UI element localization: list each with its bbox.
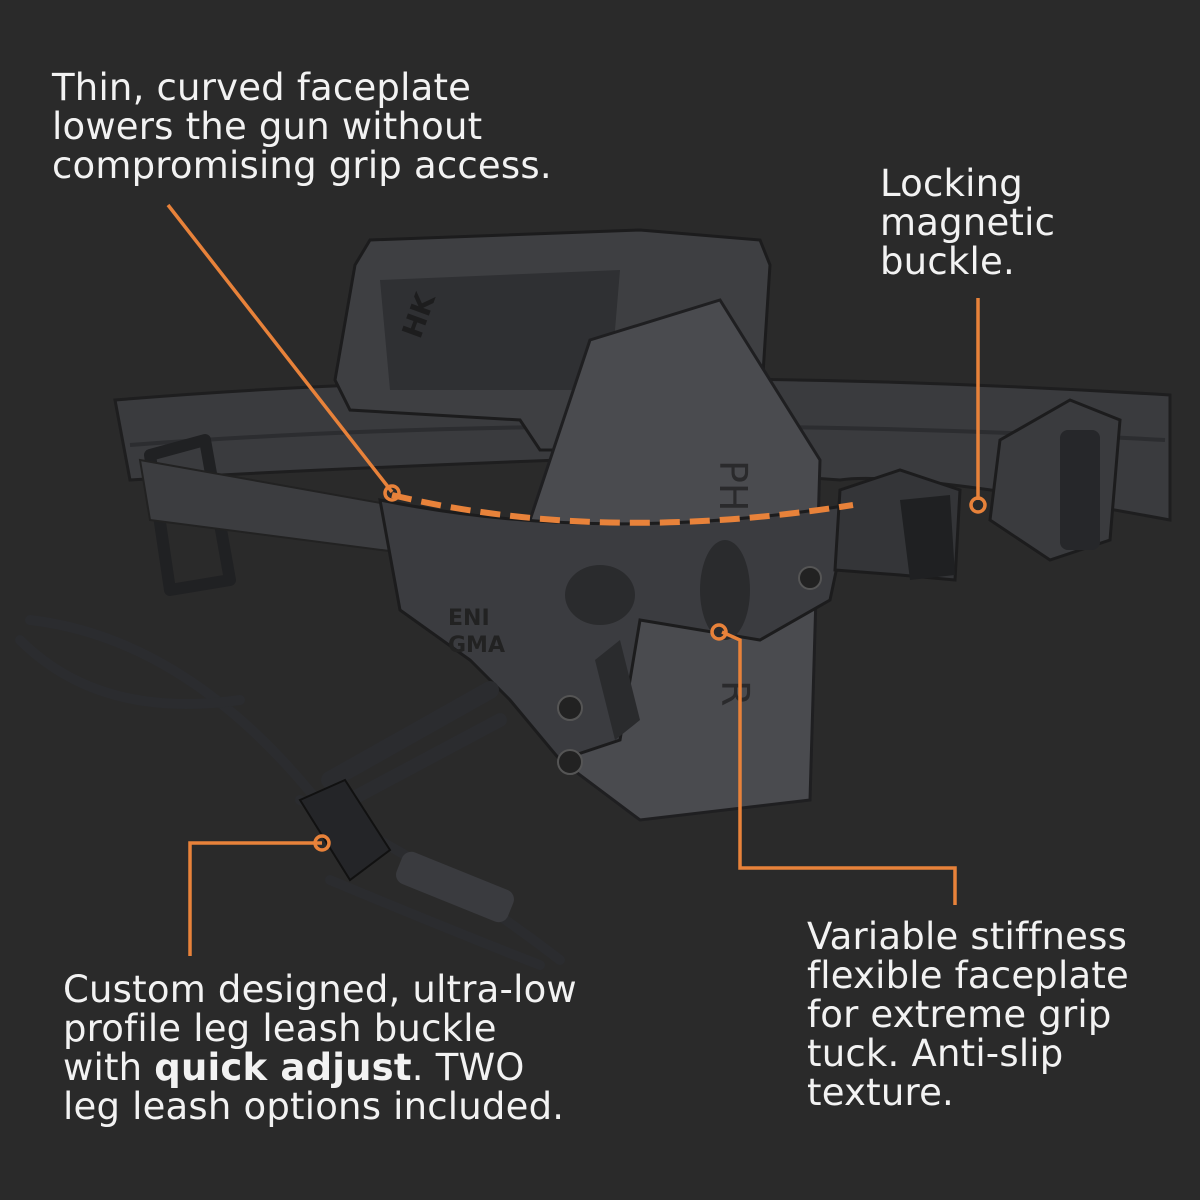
callout-leg-leash: Custom designed, ultra-low profile leg l… (63, 970, 583, 1126)
callout-line-stiffness (721, 630, 957, 905)
callout-dot-leash (313, 834, 331, 852)
faceplate-screw (798, 566, 822, 590)
callout-leg-leash-suffix: . TWO leg leash options included. (63, 1046, 565, 1128)
magnetic-buckle (833, 398, 1122, 582)
callout-dot-faceplate (383, 484, 401, 502)
callout-dot-stiffness (710, 623, 728, 641)
holster-letters-bottom: R (713, 680, 757, 706)
faceplate-screw (557, 695, 583, 721)
callout-dot-buckle (969, 496, 987, 514)
callout-variable-stiffness: Variable stiffness flexible faceplate fo… (807, 915, 1130, 1114)
callout-leg-leash-bold: quick adjust (154, 1046, 412, 1089)
callout-lines (166, 203, 980, 956)
leash-buckle (298, 778, 392, 882)
callout-faceplate-curve: Thin, curved faceplate lowers the gun wi… (52, 66, 552, 187)
holster-letters-top: PH (711, 460, 755, 512)
callout-line-leash (188, 841, 322, 956)
belt-slider-left (144, 434, 236, 596)
faceplate-logo-line1: ENI (448, 606, 490, 631)
callout-magnetic-buckle: Locking magnetic buckle. (880, 162, 1056, 283)
faceplate-screw (557, 749, 583, 775)
callout-line-dashed-curve (391, 492, 854, 526)
callout-leg-leash-prefix: Custom designed, ultra-low profile leg l… (63, 968, 577, 1089)
pistol: HK (333, 228, 772, 452)
faceplate-logo-line2: GMA (448, 633, 505, 658)
callout-line-faceplate (166, 203, 394, 494)
